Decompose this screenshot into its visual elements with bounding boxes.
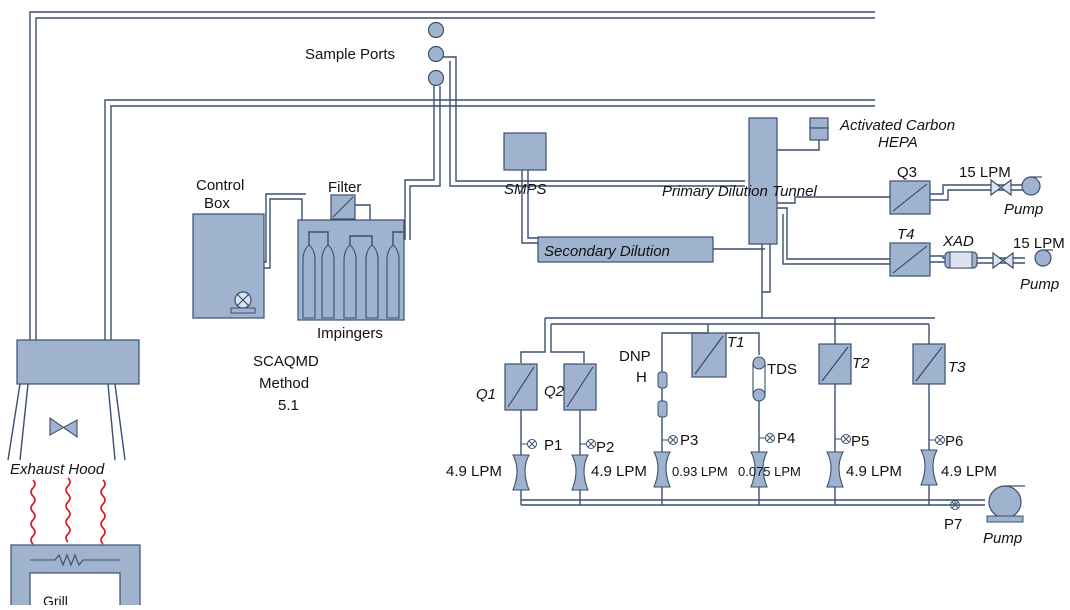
t4-flow-label: 15 LPM	[1013, 235, 1065, 252]
pressure-gauge-icon	[521, 433, 960, 510]
exhaust-hood: Exhaust Hood	[7, 339, 140, 478]
t1-label: T1	[727, 334, 745, 351]
tds-tube: TDS	[752, 356, 797, 402]
method-label-1: SCAQMD	[253, 353, 319, 370]
heat-waves	[30, 477, 106, 545]
p4-label: P4	[777, 430, 795, 447]
q3-flow-label: 15 LPM	[959, 164, 1011, 181]
q2-filter: Q2	[544, 363, 597, 411]
control-box-label: Control	[196, 177, 244, 194]
pump-icon	[1034, 249, 1053, 267]
valve-icon	[990, 178, 1012, 197]
t3-label: T3	[948, 359, 966, 376]
valve-icon	[992, 251, 1014, 270]
q3-label: Q3	[897, 164, 917, 181]
secondary-dilution-label: Secondary Dilution	[544, 243, 670, 260]
primary-dilution-tunnel: Primary Dilution Tunnel	[662, 117, 817, 245]
p3-label: P3	[680, 432, 698, 449]
sample-ports-label: Sample Ports	[305, 46, 395, 63]
pump-label-t4: Pump	[1020, 276, 1059, 293]
control-box-label-2: Box	[204, 195, 230, 212]
t3-filter: T3	[912, 343, 966, 385]
impingers: Impingers	[297, 219, 405, 342]
method-label-2: Method	[259, 375, 309, 392]
flow-label-dnph: 0.93 LPM	[672, 464, 728, 479]
activated-carbon-hepa: Activated Carbon HEPA	[777, 117, 955, 151]
pump-label-main: Pump	[983, 530, 1022, 547]
control-box: Control Box	[192, 177, 265, 319]
dnph-label-1: DNP	[619, 348, 651, 365]
smps-label: SMPS	[504, 181, 547, 198]
impingers-label: Impingers	[317, 325, 383, 342]
filter-holder-icon: Filter	[328, 179, 361, 220]
t4-filter: T4	[889, 226, 931, 277]
sample-ports: Sample Ports	[305, 21, 445, 87]
p2-label: P2	[596, 439, 614, 456]
dnph-cartridge: DNP H	[619, 348, 668, 418]
smps: SMPS	[503, 132, 547, 198]
q1-label: Q1	[476, 386, 496, 403]
primary-dilution-tunnel-label: Primary Dilution Tunnel	[662, 183, 817, 200]
sample-port-3	[427, 69, 445, 87]
filter-label: Filter	[328, 179, 361, 196]
p6-label: P6	[945, 433, 963, 450]
secondary-dilution: Secondary Dilution	[537, 236, 714, 263]
flow-label-tds: 0.075 LPM	[738, 464, 801, 479]
hepa-label: HEPA	[878, 134, 918, 151]
q3-filter: Q3	[889, 164, 931, 215]
t4-label: T4	[897, 226, 915, 243]
flow-label-t3: 4.9 LPM	[941, 463, 997, 480]
dnph-label-2: H	[636, 369, 647, 386]
p5-label: P5	[851, 433, 869, 450]
xad-cartridge: XAD	[942, 233, 978, 269]
t2-label: T2	[852, 355, 870, 372]
t1-filter: T1	[691, 332, 745, 378]
q2-label: Q2	[544, 383, 565, 400]
pump-label-q3: Pump	[1004, 201, 1043, 218]
method-label-3: 5.1	[278, 397, 299, 414]
critical-orifices	[512, 449, 938, 491]
pump-icon	[1021, 176, 1042, 196]
grill: Grill	[10, 544, 141, 610]
q1-filter: Q1	[476, 363, 538, 411]
pump-icon	[986, 485, 1025, 523]
flow-label-t2: 4.9 LPM	[846, 463, 902, 480]
main-duct	[29, 11, 875, 340]
xad-label: XAD	[942, 233, 974, 250]
p1-label: P1	[544, 437, 562, 454]
flow-label-q2: 4.9 LPM	[591, 463, 647, 480]
heater-icon	[30, 553, 120, 567]
tds-label: TDS	[767, 361, 797, 378]
sample-port-1	[427, 21, 445, 39]
p7-label: P7	[944, 516, 962, 533]
fan-icon	[49, 416, 78, 439]
sample-port-2	[427, 45, 445, 63]
activated-carbon-label: Activated Carbon	[839, 117, 955, 134]
t2-filter: T2	[818, 343, 870, 385]
exhaust-hood-label: Exhaust Hood	[10, 461, 105, 478]
flow-label-q1: 4.9 LPM	[446, 463, 502, 480]
grill-label: Grill	[43, 593, 68, 605]
